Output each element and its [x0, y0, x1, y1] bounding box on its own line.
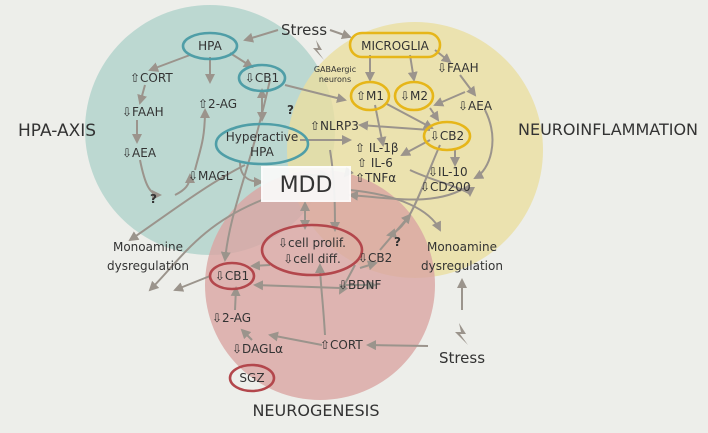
- microglia-text: MICROGLIA: [361, 39, 430, 53]
- il1b: ⇧ IL-1β: [355, 141, 399, 155]
- hpa-faah: ⇩FAAH: [122, 105, 164, 119]
- hpa-node: [181, 31, 239, 61]
- neurogenesis-label: NEUROGENESIS: [252, 401, 379, 420]
- gaba-line-2: neurons: [319, 75, 351, 84]
- sgz-node: [228, 363, 276, 393]
- inflam-faah: ⇩FAAH: [437, 61, 479, 75]
- monoamine-right-1: Monoamine: [427, 240, 497, 254]
- hpa-magl: ⇩MAGL: [188, 169, 233, 183]
- cell-node: [260, 223, 364, 277]
- neuro-2ag: ⇩2-AG: [212, 311, 251, 325]
- tnfa: ⇧TNFα: [355, 171, 396, 185]
- m1-node: [349, 80, 391, 112]
- inflam-aea: ⇩AEA: [458, 99, 493, 113]
- m1-text: ⇧M1: [356, 89, 384, 103]
- cb1-hpa-node: [237, 63, 287, 93]
- monoamine-right-2: dysregulation: [421, 259, 503, 273]
- hpa-question-2: ?: [287, 103, 294, 117]
- neuro-question: ?: [394, 235, 401, 249]
- gaba-line-1: GABAergic: [314, 65, 356, 74]
- il6: ⇧ IL-6: [357, 156, 393, 170]
- cb1-neuro-node: [208, 261, 256, 291]
- cell-prolif: ⇩cell prolif.: [278, 236, 346, 250]
- nlrp3: ⇧NLRP3: [310, 119, 359, 133]
- hyperactive-hpa-node: [214, 122, 310, 166]
- neuro-cb2: ⇩CB2: [358, 251, 392, 265]
- cb2-inflam-node: [422, 120, 472, 152]
- hpa-text: HPA: [198, 39, 222, 53]
- monoamine-left-1: Monoamine: [113, 240, 183, 254]
- lightning-bottom-icon: [455, 323, 468, 345]
- hyperactive-line-1: Hyperactive: [226, 130, 299, 144]
- stress-top-label: Stress: [281, 21, 327, 39]
- hpa-aea: ⇩AEA: [122, 146, 157, 160]
- hpa-2ag: ⇧2-AG: [198, 97, 237, 111]
- neurogenesis-region: [205, 170, 435, 400]
- hyperactive-line-2: HPA: [250, 145, 274, 159]
- sgz-text: SGZ: [239, 371, 264, 385]
- hpa-question: ?: [150, 192, 157, 206]
- inflam-cb2: ⇩CB2: [430, 129, 464, 143]
- hpa-axis-label: HPA-AXIS: [18, 121, 96, 141]
- microglia-node: [348, 31, 442, 59]
- node-outlines: [181, 31, 472, 393]
- neuro-cort: ⇧CORT: [320, 338, 363, 352]
- il10: ⇩IL-10: [428, 165, 468, 179]
- cell-diff: ⇩cell diff.: [283, 252, 341, 266]
- hpa-cb1: ⇩CB1: [245, 71, 279, 85]
- lightning-top-icon: [313, 40, 324, 60]
- mdd-label: MDD: [280, 173, 333, 198]
- mdd-box: [261, 166, 351, 202]
- bdnf: ⇩BDNF: [338, 278, 382, 292]
- hpa-cort: ⇧CORT: [130, 71, 173, 85]
- cd200: ⇩CD200: [420, 180, 471, 194]
- neuro-cb1: ⇩CB1: [215, 269, 249, 283]
- m2-node: [393, 80, 435, 112]
- neuroinflammation-label: NEUROINFLAMMATION: [518, 120, 698, 139]
- dagl: ⇩DAGLα: [232, 342, 283, 356]
- monoamine-left-2: dysregulation: [107, 259, 189, 273]
- stress-bottom-label: Stress: [439, 349, 485, 367]
- m2-text: ⇩M2: [400, 89, 428, 103]
